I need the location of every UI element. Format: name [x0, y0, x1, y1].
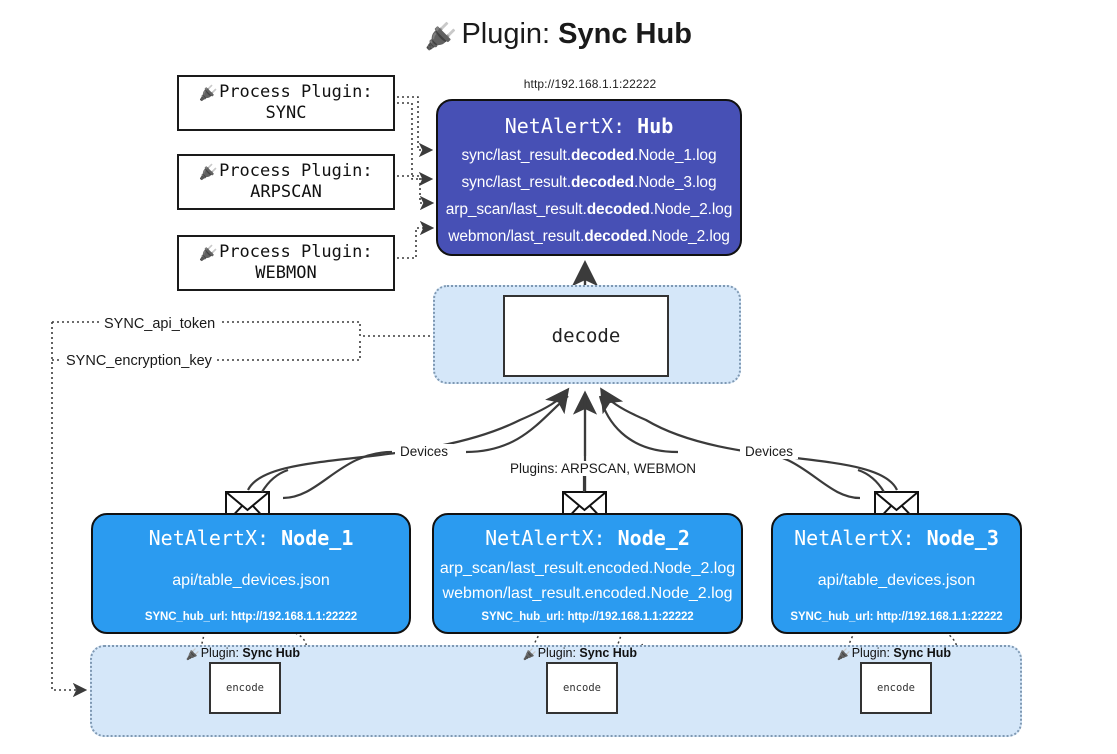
plug-icon: 🔌: [199, 163, 219, 182]
hub-title: NetAlertX: Hub: [438, 114, 740, 138]
process-plugin-name: WEBMON: [255, 263, 317, 283]
node-box-node-1[interactable]: NetAlertX: Node_1 api/table_devices.json…: [91, 513, 411, 634]
hub-node-box[interactable]: NetAlertX: Hub sync/last_result.decoded.…: [436, 99, 742, 256]
hub-log-line: sync/last_result.decoded.Node_3.log: [461, 174, 717, 191]
process-plugin-name: ARPSCAN: [250, 182, 322, 202]
plug-icon: 🔌: [186, 649, 200, 661]
encoder-caption-2: 🔌Plugin: Sync Hub: [523, 646, 638, 661]
hub-title-value: Hub: [637, 114, 674, 138]
process-plugin-label: Process Plugin:: [219, 242, 373, 263]
plug-icon: 🔌: [523, 649, 537, 661]
process-plugin-name: SYNC: [265, 103, 307, 123]
edge-label-devices-left: Devices: [395, 444, 454, 459]
page-title: 🔌Plugin: Sync Hub: [0, 18, 1117, 52]
node-footer: SYNC_hub_url: http://192.168.1.1:22222: [481, 611, 694, 623]
page-title-value: Sync Hub: [558, 18, 692, 50]
node-footer: SYNC_hub_url: http://192.168.1.1:22222: [144, 611, 358, 623]
decode-box[interactable]: decode: [503, 295, 669, 377]
node-title: NetAlertX: Node_2: [485, 526, 690, 550]
encoder-caption-3: 🔌Plugin: Sync Hub: [837, 646, 952, 661]
node-box-node-2[interactable]: NetAlertX: Node_2 arp_scan/last_result.e…: [432, 513, 743, 634]
edge-label-plugins: Plugins: ARPSCAN, WEBMON: [505, 461, 702, 476]
plug-icon: 🔌: [837, 649, 851, 661]
encode-box-1[interactable]: encode: [209, 662, 281, 714]
process-plugin-box-sync[interactable]: 🔌Process Plugin: SYNC: [177, 75, 395, 131]
encode-box-3[interactable]: encode: [860, 662, 932, 714]
env-key-label-api-token: SYNC_api_token: [100, 316, 220, 332]
plug-icon: 🔌: [199, 84, 219, 103]
node-title: NetAlertX: Node_1: [148, 526, 354, 550]
hub-title-label: NetAlertX:: [504, 114, 626, 138]
hub-log-line: webmon/last_result.decoded.Node_2.log: [448, 228, 730, 245]
node-footer: SYNC_hub_url: http://192.168.1.1:22222: [790, 611, 1003, 623]
process-plugin-box-arpscan[interactable]: 🔌Process Plugin: ARPSCAN: [177, 154, 395, 210]
plug-icon: 🔌: [425, 21, 458, 51]
plug-icon: 🔌: [199, 244, 219, 263]
env-key-label-encryption-key: SYNC_encryption_key: [62, 353, 216, 369]
process-plugin-label: Process Plugin:: [219, 82, 373, 103]
edge-label-devices-right: Devices: [740, 444, 799, 459]
encoder-caption-1: 🔌Plugin: Sync Hub: [186, 646, 301, 661]
hub-log-line: sync/last_result.decoded.Node_1.log: [461, 147, 717, 164]
encode-box-2[interactable]: encode: [546, 662, 618, 714]
hub-log-line: arp_scan/last_result.decoded.Node_2.log: [445, 201, 733, 218]
hub-url-label: http://192.168.1.1:22222: [523, 77, 657, 91]
process-plugin-label: Process Plugin:: [219, 161, 373, 182]
node-resource-line: api/table_devices.json: [172, 572, 330, 589]
process-plugin-box-webmon[interactable]: 🔌Process Plugin: WEBMON: [177, 235, 395, 291]
node-resource-line: arp_scan/last_result.encoded.Node_2.log: [439, 560, 736, 577]
node-title: NetAlertX: Node_3: [794, 526, 999, 550]
node-resource-line: webmon/last_result.encoded.Node_2.log: [442, 585, 733, 602]
node-box-node-3[interactable]: NetAlertX: Node_3 api/table_devices.json…: [771, 513, 1022, 634]
page-title-label: Plugin:: [461, 18, 551, 50]
node-resource-line: api/table_devices.json: [817, 572, 976, 589]
